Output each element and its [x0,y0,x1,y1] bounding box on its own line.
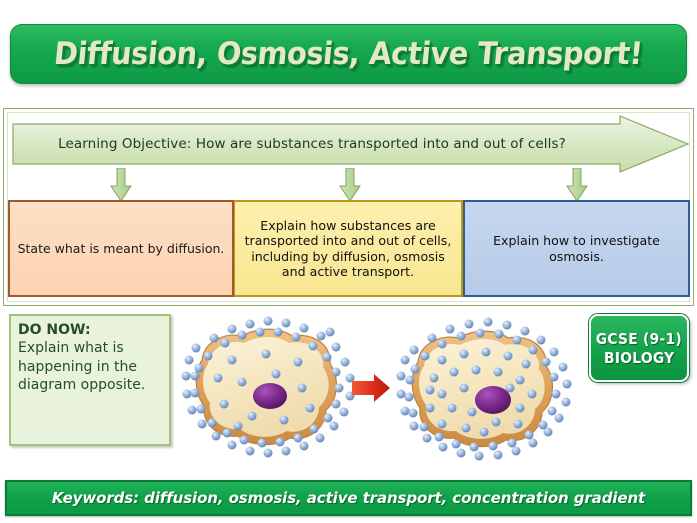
down-arrow-icon-3 [566,168,588,202]
learning-objective-banner: Learning Objective: How are substances t… [12,115,690,173]
particles-outside-left [181,316,355,458]
badge-line-1: GCSE (9-1) [595,329,683,348]
diffusion-diagram-svg [181,316,572,461]
nucleus-right [475,386,511,414]
objectives-row: State what is meant by diffusion. Explai… [8,200,690,297]
objective-text-1: State what is meant by diffusion. [17,240,225,256]
keywords-text: Keywords: diffusion, osmosis, active tra… [51,489,646,507]
learning-objective-text: Learning Objective: How are substances t… [58,136,566,152]
do-now-heading: DO NOW: [18,322,91,338]
objective-text-3: Explain how to investigate osmosis. [493,233,660,264]
cell-before [181,316,355,458]
badge-line-2: BIOLOGY [603,348,675,367]
gcse-biology-badge: GCSE (9-1) BIOLOGY [589,314,689,382]
nucleus-left [253,383,287,409]
objective-box-1: State what is meant by diffusion. [8,200,234,297]
do-now-box: DO NOW: Explain what is happening in the… [9,314,171,446]
down-arrow-icon-2 [339,168,361,202]
keywords-bar: Keywords: diffusion, osmosis, active tra… [5,480,692,516]
objective-text-2: Explain how substances are transported i… [244,217,452,279]
objective-box-2: Explain how substances are transported i… [234,200,463,297]
particles-inside-right [425,347,537,437]
down-arrow-icon-1 [110,168,132,202]
particles-inside-left [213,349,315,431]
particles-outside-right [396,317,572,461]
page-title: Diffusion, Osmosis, Active Transport! [52,36,645,72]
slide-title-banner: Diffusion, Osmosis, Active Transport! [10,24,687,84]
objective-box-3: Explain how to investigate osmosis. [463,200,690,297]
diffusion-direction-arrow [352,374,390,402]
diffusion-diagram [180,312,580,464]
cell-after [396,317,572,461]
do-now-body: Explain what is happening in the diagram… [18,340,146,394]
